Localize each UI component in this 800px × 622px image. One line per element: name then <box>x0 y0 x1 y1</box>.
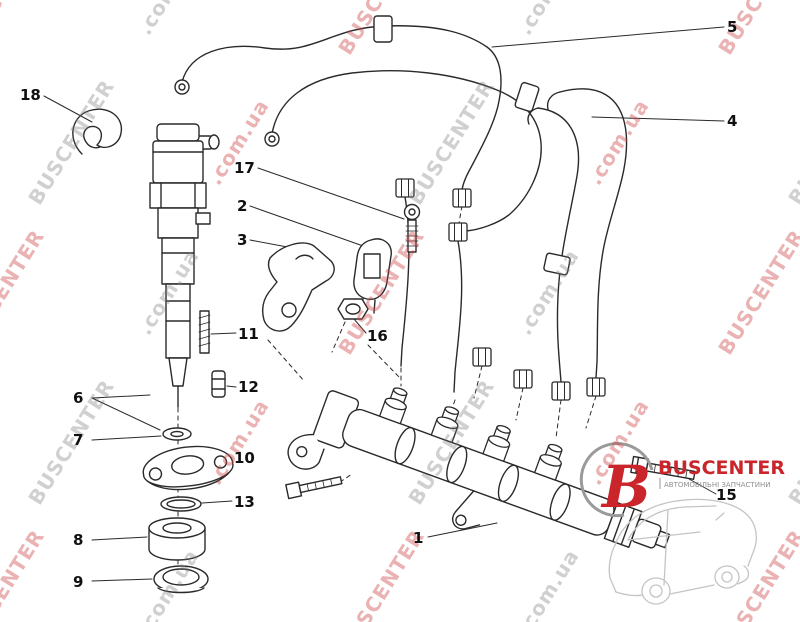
fuel-rail <box>287 384 671 549</box>
bolt-15 <box>630 455 696 480</box>
callout-11: 11 <box>238 325 259 343</box>
bolt-17 <box>403 203 421 253</box>
rail-bolt <box>285 476 343 500</box>
van-sketch <box>608 498 757 605</box>
callout-15: 15 <box>716 486 737 504</box>
stud-11 <box>198 310 211 354</box>
injector-clamp <box>353 238 392 314</box>
logo-tagline: АВТОМОБІЛЬНІ ЗАПЧАСТИНИ <box>664 481 770 489</box>
logo-brand: BUSCENTER <box>658 457 785 479</box>
spacer-12 <box>211 370 226 398</box>
callout-8: 8 <box>73 531 84 549</box>
mounting-bracket <box>261 242 335 332</box>
callout-10: 10 <box>234 449 255 467</box>
callout-6: 6 <box>73 389 84 407</box>
logo: B BUSCENTER АВТОМОБІЛЬНІ ЗАПЧАСТИНИ <box>579 442 785 521</box>
callout-7: 7 <box>73 431 84 449</box>
callout-17: 17 <box>234 159 255 177</box>
callout-13: 13 <box>234 493 255 511</box>
logo-mark: B <box>600 453 651 521</box>
retaining-clip <box>72 108 123 155</box>
o-ring-13 <box>160 496 202 512</box>
fuel-pipes <box>174 15 628 401</box>
callout-4: 4 <box>727 112 738 130</box>
seal-9 <box>153 565 209 594</box>
callout-9: 9 <box>73 573 84 591</box>
callout-16: 16 <box>367 327 388 345</box>
callout-3: 3 <box>237 231 248 249</box>
callout-12: 12 <box>238 378 259 396</box>
callout-5: 5 <box>727 18 738 36</box>
callout-1: 1 <box>413 529 424 547</box>
logo-swoosh <box>579 442 654 518</box>
flange-10 <box>142 445 234 491</box>
callout-18: 18 <box>20 86 41 104</box>
nut-16 <box>337 298 369 320</box>
callout-2: 2 <box>237 197 248 215</box>
injector <box>149 123 220 408</box>
washer-7 <box>162 427 192 441</box>
seal-ring-8 <box>148 517 206 561</box>
